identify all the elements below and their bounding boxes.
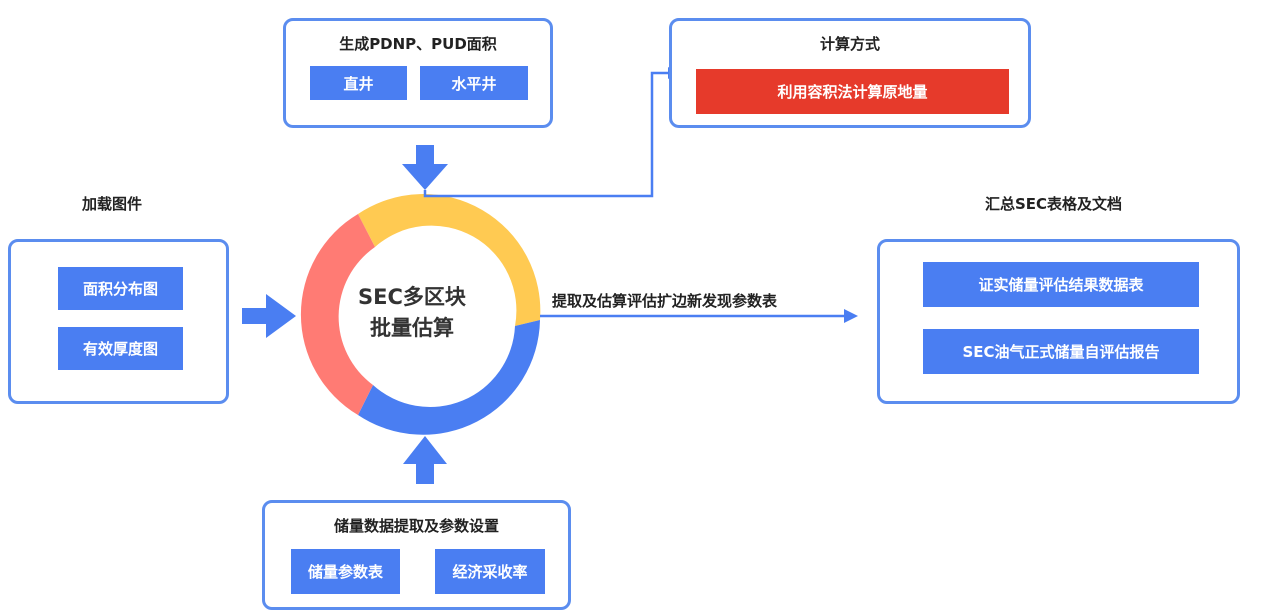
center-title-line1: SEC多区块	[358, 285, 466, 309]
connector-to-calc	[423, 71, 668, 198]
area-distribution-map-button[interactable]: 面积分布图	[58, 267, 183, 310]
reserve-extraction-title: 储量数据提取及参数设置	[333, 517, 499, 535]
effective-thickness-map-button[interactable]: 有效厚度图	[58, 327, 183, 370]
reserve-extraction-panel: 储量数据提取及参数设置 储量参数表 经济采收率	[262, 500, 571, 610]
volumetric-method-button[interactable]: 利用容积法计算原地量	[696, 69, 1009, 114]
center-title: SEC多区块 批量估算	[332, 282, 492, 344]
calc-method-title: 计算方式	[819, 35, 880, 53]
load-maps-heading: 加载图件	[82, 195, 143, 213]
ring-segment-red	[300, 214, 375, 415]
arrowhead-to-summary	[844, 309, 858, 323]
summary-panel: 证实储量评估结果数据表 SEC油气正式储量自评估报告	[877, 239, 1240, 404]
ring-segment-yellow	[358, 194, 541, 326]
flow-label: 提取及估算评估扩边新发现参数表	[552, 292, 778, 310]
generate-area-panel: 生成PDNP、PUD面积 直井 水平井	[283, 18, 553, 128]
ring-segment-blue	[358, 320, 540, 435]
horizontal-well-button[interactable]: 水平井	[420, 66, 528, 100]
center-title-line2: 批量估算	[370, 316, 454, 340]
reserve-parameter-table-button[interactable]: 储量参数表	[291, 549, 400, 594]
calc-method-panel: 计算方式 利用容积法计算原地量	[669, 18, 1031, 128]
load-maps-panel: 面积分布图 有效厚度图	[8, 239, 229, 404]
arrow-down-top	[402, 145, 448, 190]
proved-reserves-table-button[interactable]: 证实储量评估结果数据表	[923, 262, 1199, 307]
economic-recovery-rate-button[interactable]: 经济采收率	[435, 549, 545, 594]
summary-heading: 汇总SEC表格及文档	[985, 195, 1123, 213]
generate-area-title: 生成PDNP、PUD面积	[339, 35, 497, 53]
process-ring	[300, 194, 541, 435]
vertical-well-button[interactable]: 直井	[310, 66, 407, 100]
sec-self-assessment-report-button[interactable]: SEC油气正式储量自评估报告	[923, 329, 1199, 374]
arrow-right-left	[242, 294, 296, 338]
arrow-up-bottom	[403, 436, 447, 484]
